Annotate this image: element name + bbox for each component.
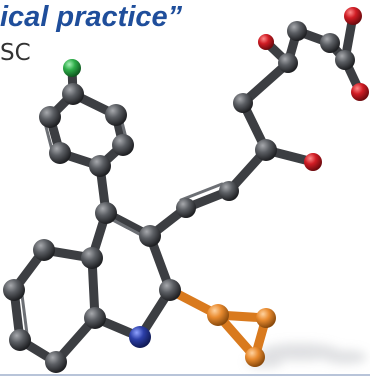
atoms bbox=[3, 7, 369, 373]
byline-fragment: SC bbox=[0, 40, 31, 66]
quote-fragment: ical practice” bbox=[0, 1, 183, 33]
floor-shadow bbox=[247, 343, 367, 368]
bottom-divider bbox=[0, 374, 370, 376]
